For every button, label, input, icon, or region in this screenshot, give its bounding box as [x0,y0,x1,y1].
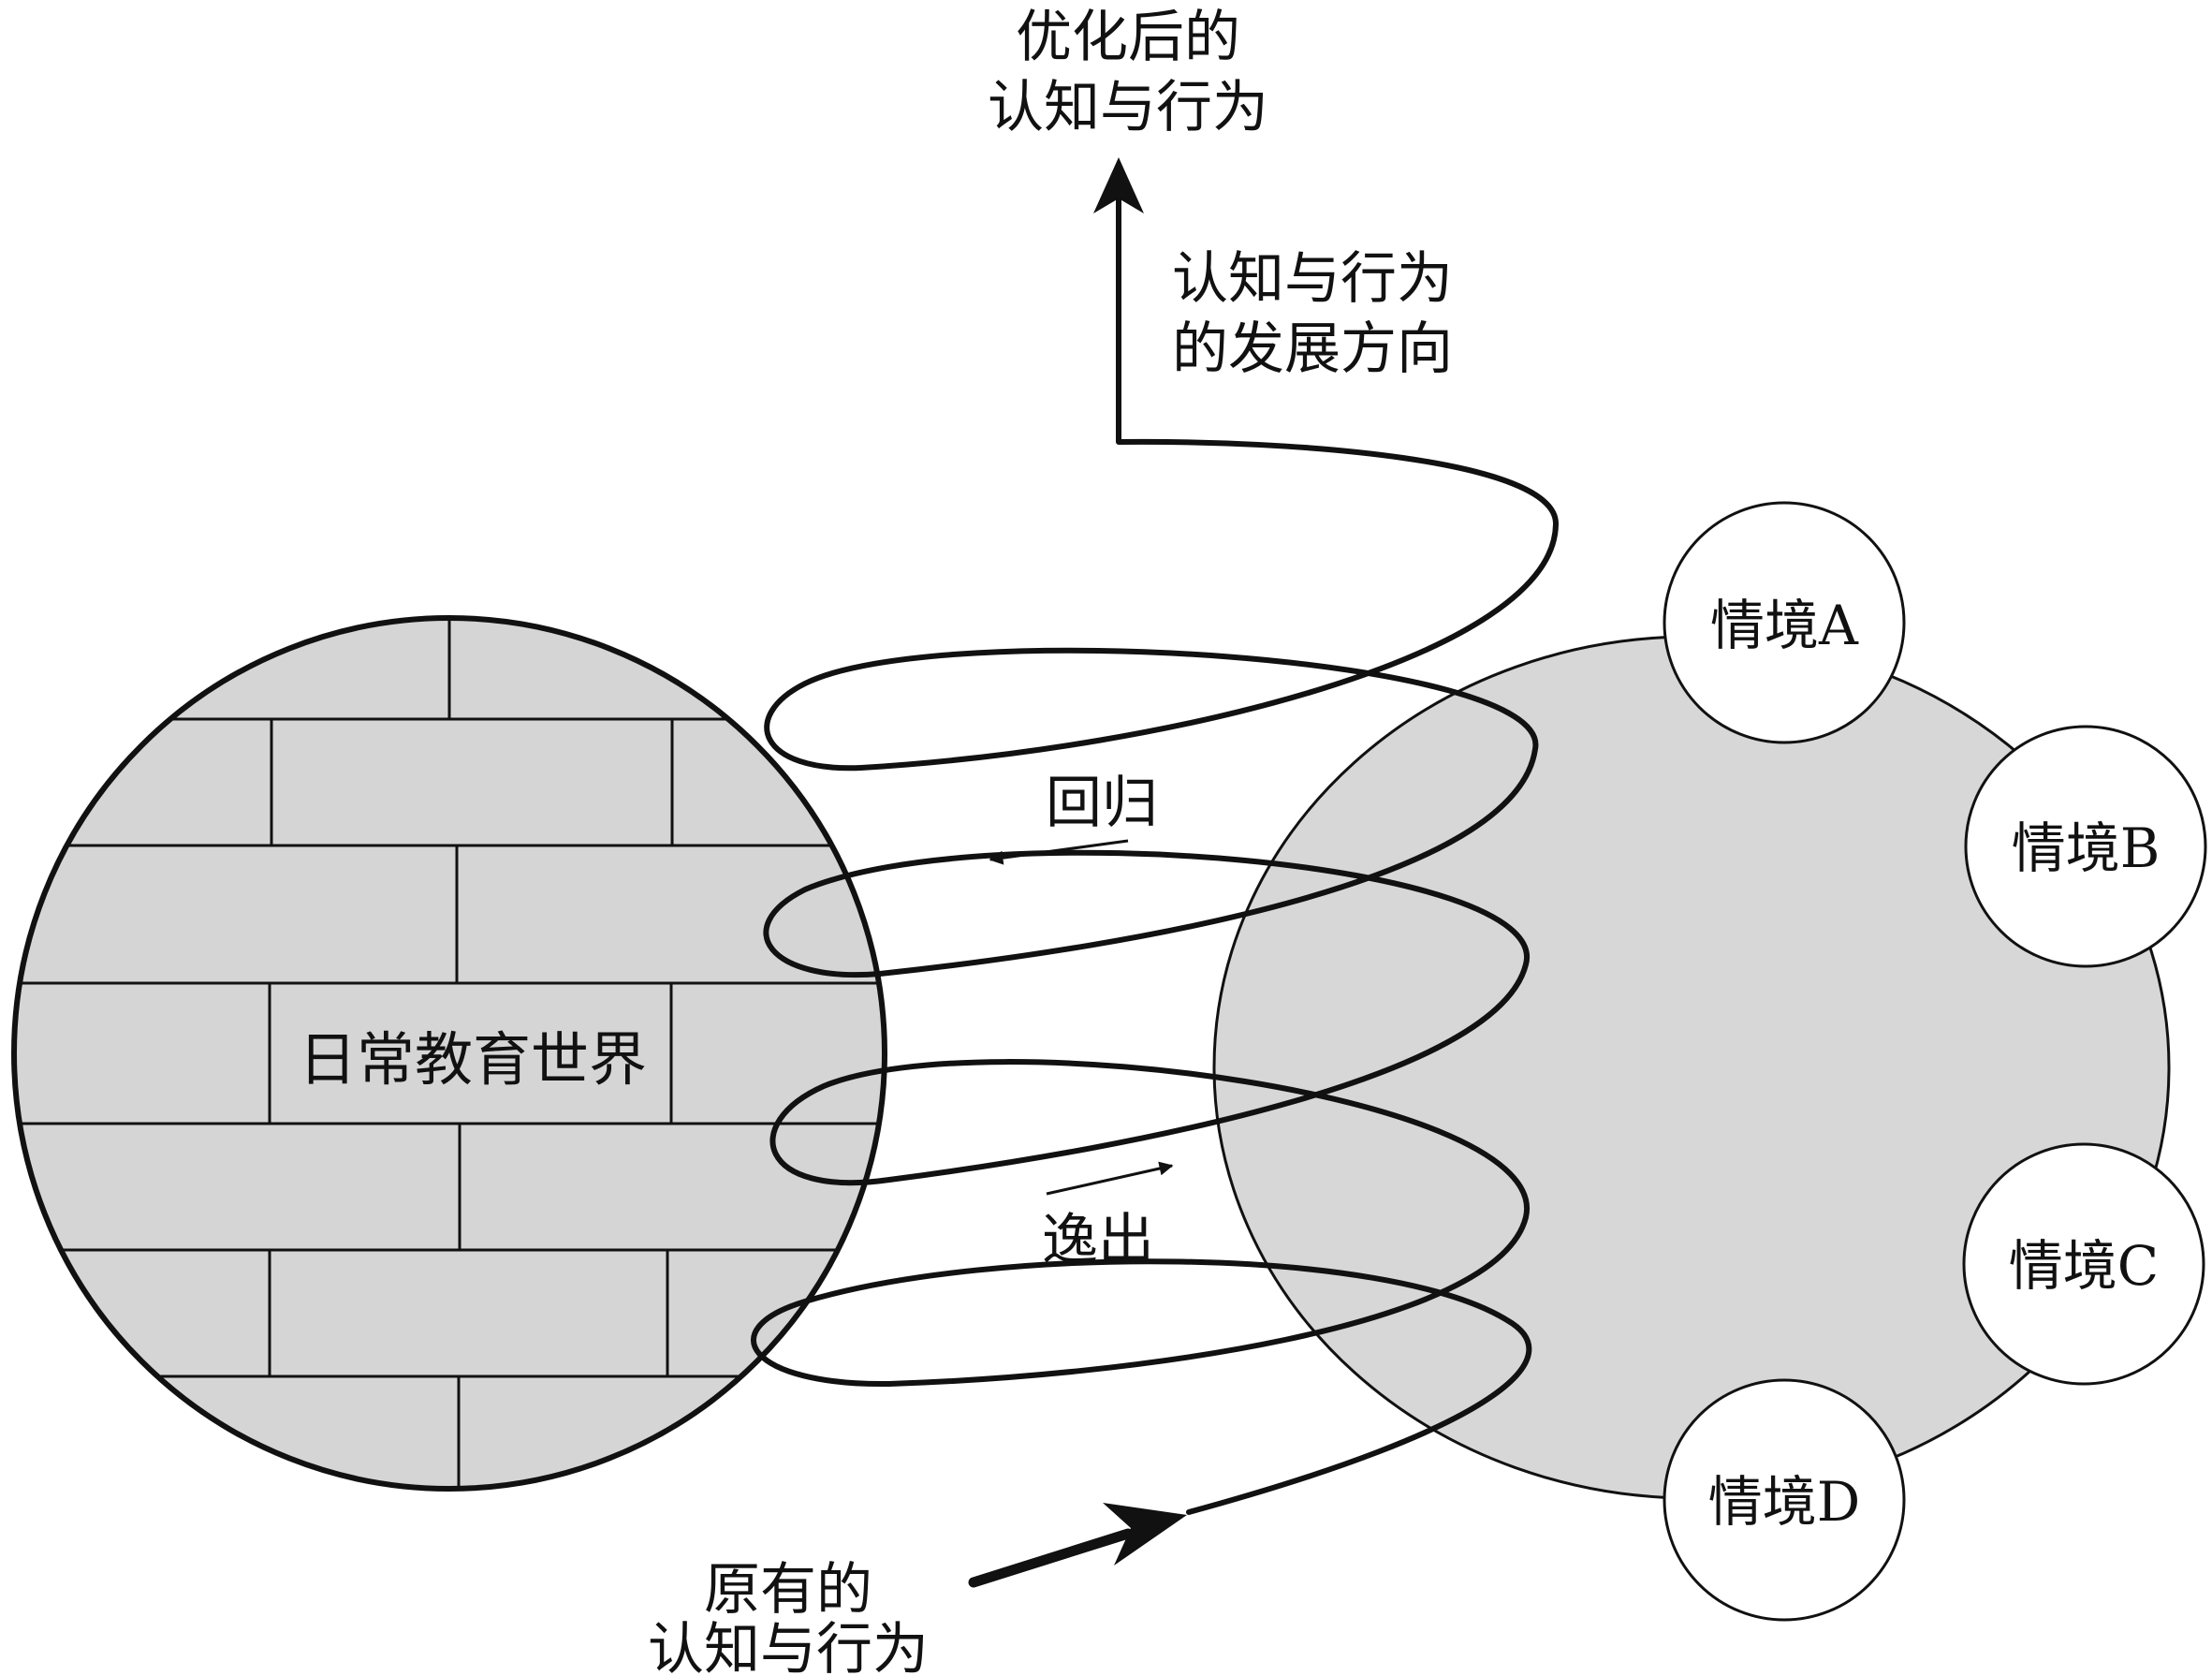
world-circle-outline [11,615,887,1492]
direction-label-line1: 认知与行为 [1172,246,1453,312]
origin-label-line2: 认知与行为 [648,1617,929,1676]
origin-label-line1: 原有的 [704,1557,872,1623]
world-label-backdrop [274,991,666,1118]
situation-b-label: 情境B [2012,816,2161,880]
situation-a: 情境A [1663,501,1906,744]
situation-d-circle [1663,1378,1906,1622]
situation-d-label: 情境D [1708,1470,1861,1534]
situation-a-circle [1663,501,1906,744]
spiral-path [751,194,1560,1515]
escape-arrow [1046,1161,1174,1196]
situation-c-circle [1962,1142,2205,1386]
situation-b-circle [1964,725,2207,968]
optimized-result-line2: 认知与行为 [988,75,1268,140]
development-spiral [751,157,1560,1588]
top-arrowhead [1093,157,1144,213]
situation-d: 情境D [1663,1378,1906,1622]
origin-arrow [968,1528,1134,1588]
situation-b: 情境B [1964,725,2207,968]
brick-pattern [14,618,885,1489]
direction-label-line2: 的发展方向 [1172,316,1453,382]
situation-c: 情境C [1962,1142,2205,1386]
situation-c-label: 情境C [2009,1234,2159,1298]
daily-education-world: 日常教育世界 [11,615,887,1492]
escape-label: 逸出 [1042,1208,1154,1273]
origin-arrowhead [1103,1503,1187,1566]
daily-world-label: 日常教育世界 [299,1025,647,1094]
situation-a-label: 情境A [1710,594,1859,657]
optimized-result-line1: 优化后的 [1016,5,1240,70]
return-arrow [989,839,1129,865]
situation-cluster: 情境A 情境B 情境C 情境D [1212,501,2207,1622]
return-label: 回归 [1046,771,1158,836]
